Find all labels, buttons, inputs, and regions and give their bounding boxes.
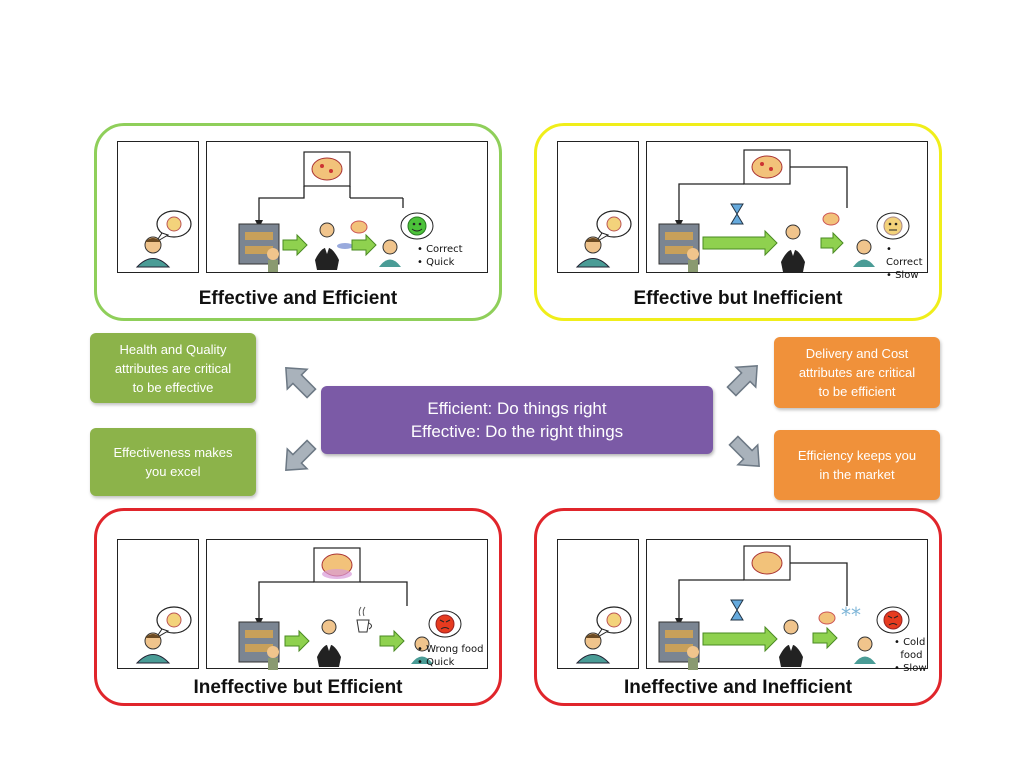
health-quality-note: Health and Quality attributes are critic… (90, 333, 256, 403)
bullet-item: • Quick (417, 257, 455, 268)
process-panel: • Correct • Quick (206, 141, 488, 273)
note-line: Effectiveness makes (113, 445, 233, 460)
bullet-item: • Wrong food (417, 644, 484, 655)
bullet-item: food (900, 650, 923, 661)
bullet-item: • Slow (886, 270, 919, 281)
process-panel: • Correct • Slow (646, 141, 928, 281)
customer-panel (117, 539, 199, 669)
note-line: Delivery and Cost (805, 346, 909, 361)
customer-panel (117, 141, 199, 273)
process-flow-illustration (238, 547, 462, 670)
bullet-list: • Wrong food • Quick (417, 643, 484, 669)
quadrant-title: Ineffective but Efficient (193, 677, 403, 698)
arrow-down-right-icon (728, 435, 760, 467)
bullet-item: • Correct (886, 244, 923, 268)
bullet-list: • Correct • Slow (886, 243, 927, 282)
quadrant-ineffective-inefficient: ** • Cold food • Slow Ineffective and In… (534, 508, 942, 706)
note-line: you excel (145, 464, 201, 479)
note-line: attributes are critical (114, 360, 232, 376)
quadrant-title: Effective and Efficient (198, 288, 398, 309)
process-flow-illustration (658, 149, 910, 272)
note-line: Efficiency keeps you (797, 448, 917, 463)
arrow-up-right-icon (726, 365, 758, 397)
customer-with-pizza-thought-icon (135, 210, 192, 268)
note-line: to be effective (132, 379, 214, 395)
process-flow-illustration: ** (658, 545, 910, 670)
bullet-item: • Cold (894, 637, 926, 648)
customer-panel (557, 141, 639, 273)
efficient-definition: Efficient: Do things right (427, 399, 607, 418)
delivery-cost-note: Delivery and Cost attributes are critica… (774, 337, 940, 408)
process-flow-illustration (238, 151, 434, 272)
customer-with-pizza-thought-icon (575, 606, 632, 664)
definition-box: Efficient: Do things right Effective: Do… (321, 386, 713, 454)
bullet-item: • Slow (894, 663, 927, 674)
quadrant-title: Effective but Inefficient (633, 288, 843, 309)
quadrant-effective-efficient: • Correct • Quick Effective and Efficien… (94, 123, 502, 321)
note-line: in the market (819, 467, 895, 482)
customer-with-pizza-thought-icon (575, 210, 632, 268)
note-line: to be efficient (818, 384, 896, 399)
quadrant-ineffective-efficient: • Wrong food • Quick Ineffective but Eff… (94, 508, 502, 706)
customer-with-pizza-thought-icon (135, 606, 192, 664)
bullet-list: • Cold food • Slow (894, 636, 927, 675)
bullet-item: • Quick (417, 657, 455, 668)
effectiveness-excel-note: Effectiveness makes you excel (90, 428, 256, 496)
arrow-up-left-icon (285, 367, 317, 399)
quadrant-title: Ineffective and Inefficient (623, 677, 853, 698)
process-panel: • Wrong food • Quick (206, 539, 488, 670)
bullet-item: • Correct (417, 244, 463, 255)
arrow-down-left-icon (285, 439, 317, 471)
bullet-list: • Correct • Quick (417, 243, 463, 269)
effective-definition: Effective: Do the right things (410, 422, 624, 441)
svg-text:**: ** (841, 603, 861, 627)
note-line: attributes are critical (798, 365, 916, 380)
note-line: Health and Quality (119, 341, 227, 357)
efficiency-market-note: Efficiency keeps you in the market (774, 430, 940, 500)
quadrant-effective-inefficient: • Correct • Slow Effective but Inefficie… (534, 123, 942, 321)
customer-panel (557, 539, 639, 669)
process-panel: ** • Cold food • Slow (646, 539, 928, 674)
